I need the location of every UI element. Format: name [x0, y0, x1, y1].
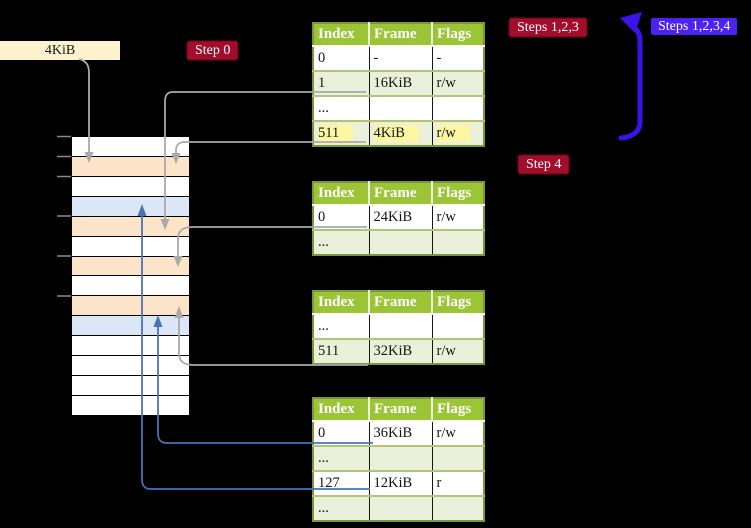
cell-frame: 36KiB: [369, 420, 433, 446]
table-row: 0 36KiB r/w: [313, 420, 484, 446]
badge-step-4: Step 4: [519, 156, 569, 173]
cell-index: ...: [313, 445, 370, 471]
cell-frame: 16KiB: [369, 70, 433, 96]
cell-frame: 32KiB: [369, 338, 433, 364]
cell-frame: [369, 229, 433, 255]
cell-frame: 24KiB: [369, 204, 433, 230]
col-header-frame: Frame: [369, 182, 433, 206]
col-header-flags: Flags: [432, 398, 484, 422]
col-header-index: Index: [313, 291, 370, 315]
table-row-ellipsis: ...: [313, 95, 484, 121]
cell-frame: -: [369, 45, 433, 71]
memory-frame-row-orange: [72, 156, 189, 177]
memory-frame-row-white: [72, 356, 189, 377]
cell-frame: [369, 495, 433, 521]
table-header-row: Index Frame Flags: [313, 291, 484, 315]
col-header-index: Index: [313, 23, 370, 47]
cell-flags: [432, 445, 484, 471]
cell-flags: r/w: [432, 420, 484, 446]
table-row: 1 16KiB r/w: [313, 70, 484, 96]
cell-index: 0: [313, 45, 370, 71]
cell-index: 1: [313, 70, 370, 96]
col-header-index: Index: [313, 398, 370, 422]
table-header-row: Index Frame Flags: [313, 182, 484, 206]
cell-flags: [432, 313, 484, 339]
table-row-ellipsis: ...: [313, 495, 484, 521]
cell-frame: 4KiB: [369, 120, 433, 146]
cell-flags: [432, 495, 484, 521]
page-table-1: Index Frame Flags 0 - - 1 16KiB r/w ... …: [312, 22, 485, 147]
col-header-flags: Flags: [432, 291, 484, 315]
table-row: 0 24KiB r/w: [313, 204, 484, 230]
cell-index: 0: [313, 204, 370, 230]
cell-index: 0: [313, 420, 370, 446]
cell-index: 511: [313, 120, 370, 146]
cell-index: 127: [313, 470, 370, 496]
badge-steps-123: Steps 1,2,3: [510, 19, 586, 36]
col-header-flags: Flags: [432, 23, 484, 47]
highlight: r/w: [436, 125, 470, 142]
physical-memory-strip: [71, 136, 190, 416]
memory-frame-row-white: [72, 336, 189, 357]
memory-frame-row-white: [72, 137, 189, 157]
cell-frame: [369, 313, 433, 339]
page-table-4: Index Frame Flags 0 36KiB r/w ... 127 12…: [312, 397, 485, 522]
col-header-frame: Frame: [369, 398, 433, 422]
memory-frame-row-white: [72, 276, 189, 297]
memory-frame-row-orange: [72, 296, 189, 317]
badge-step-0: Step 0: [188, 42, 238, 59]
table-header-row: Index Frame Flags: [313, 23, 484, 47]
page-size-label: 4KiB: [44, 43, 76, 58]
cell-flags: -: [432, 45, 484, 71]
cell-index: ...: [313, 313, 370, 339]
memory-frame-row-orange: [72, 216, 189, 237]
page-size-box: 4KiB: [0, 41, 120, 60]
cell-flags: r: [432, 470, 484, 496]
cell-flags: r/w: [432, 120, 484, 146]
cell-flags: r/w: [432, 70, 484, 96]
strip-ticks-icon: [57, 135, 71, 297]
cell-flags: r/w: [432, 338, 484, 364]
table-row-ellipsis: ...: [313, 313, 484, 339]
table-header-row: Index Frame Flags: [313, 398, 484, 422]
table-row: 511 32KiB r/w: [313, 338, 484, 364]
cell-index: ...: [313, 229, 370, 255]
page-table-2: Index Frame Flags 0 24KiB r/w ...: [312, 181, 485, 256]
page-table-3: Index Frame Flags ... 511 32KiB r/w: [312, 290, 485, 365]
table-row-ellipsis: ...: [313, 445, 484, 471]
table-row-ellipsis: ...: [313, 229, 484, 255]
memory-frame-row-white: [72, 376, 189, 396]
memory-frame-row-white: [72, 176, 189, 197]
col-header-index: Index: [313, 182, 370, 206]
cell-index: ...: [313, 495, 370, 521]
table-row-highlighted: 511 4KiB r/w: [313, 120, 484, 146]
cell-frame: 12KiB: [369, 470, 433, 496]
memory-frame-row-blue: [72, 316, 189, 337]
col-header-frame: Frame: [369, 291, 433, 315]
highlight: 511: [318, 125, 354, 142]
memory-frame-row-white: [72, 395, 189, 415]
col-header-frame: Frame: [369, 23, 433, 47]
arrow-steps-loop-icon: [618, 12, 643, 141]
cell-frame: [369, 95, 433, 121]
highlight: 4KiB: [373, 125, 419, 142]
cell-flags: r/w: [432, 204, 484, 230]
table-row: 127 12KiB r: [313, 470, 484, 496]
table-row: 0 - -: [313, 45, 484, 71]
memory-frame-row-white: [72, 236, 189, 257]
memory-frame-row-blue: [72, 196, 189, 217]
col-header-flags: Flags: [432, 182, 484, 206]
cell-flags: [432, 95, 484, 121]
cell-frame: [369, 445, 433, 471]
badge-steps-1234: Steps 1,2,3,4: [651, 18, 738, 35]
cell-flags: [432, 229, 484, 255]
cell-index: 511: [313, 338, 370, 364]
cell-index: ...: [313, 95, 370, 121]
memory-frame-row-orange: [72, 256, 189, 277]
